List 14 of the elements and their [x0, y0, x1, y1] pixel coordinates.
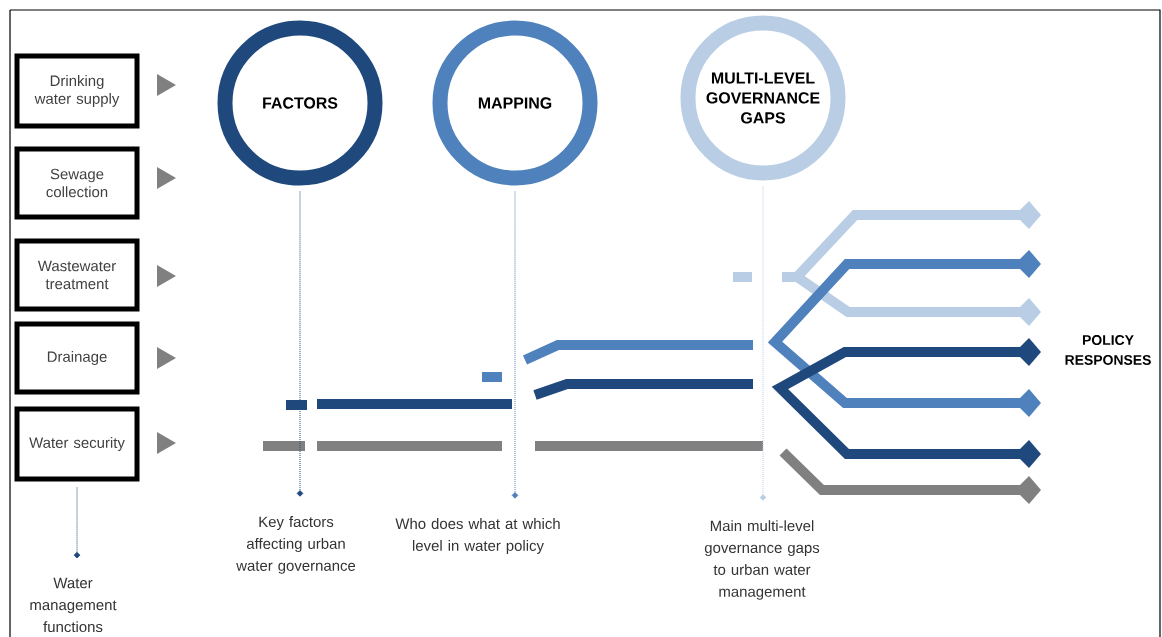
caption-text: Who does what at which level in water policy: [395, 518, 560, 554]
function-box: Wastewater treatment: [14, 238, 140, 312]
leader-line: [511, 191, 519, 499]
section-label: POLICY RESPONSES: [1065, 335, 1151, 365]
function-box: Water security: [14, 406, 140, 482]
function-box: Sewage collection: [14, 146, 140, 220]
leader-line: [759, 186, 767, 501]
function-box: Drinking water supply: [14, 53, 140, 129]
function-box: Drainage: [14, 321, 140, 395]
leader-line: [296, 191, 304, 497]
caption-text: Key factors affecting urban water governance: [236, 516, 356, 574]
leader-line: [73, 487, 81, 559]
caption-text: Water management functions: [30, 577, 117, 633]
caption-text: Main multi-level governance gaps to urban water management: [704, 520, 820, 600]
